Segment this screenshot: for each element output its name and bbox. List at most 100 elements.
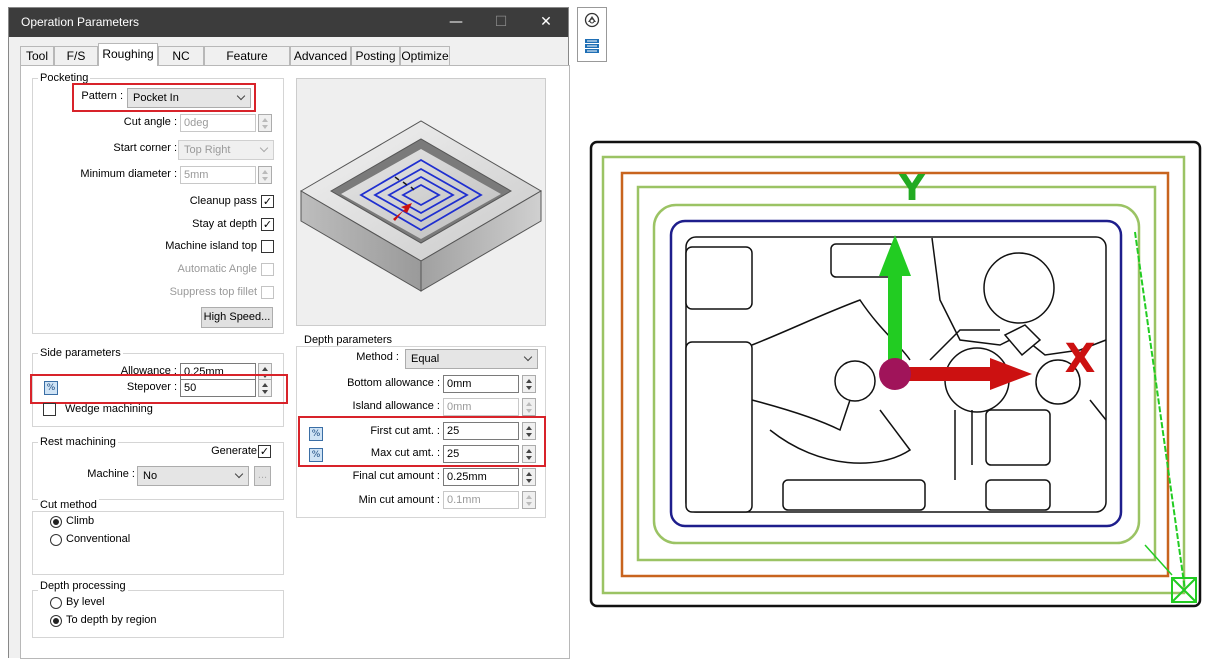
machine-island-top-checkbox[interactable]	[261, 240, 274, 253]
chevron-down-icon	[236, 91, 246, 101]
maximize-button[interactable]: ☐	[494, 14, 508, 30]
stay-at-depth-checkbox[interactable]: ✓	[261, 218, 274, 231]
part-drawing: Y X	[589, 140, 1202, 608]
method-select-value: Equal	[411, 353, 440, 365]
stepover-highlight	[30, 374, 288, 404]
machine-select[interactable]: No	[137, 466, 249, 486]
machine-browse-button[interactable]: ...	[254, 466, 271, 486]
percent-unit-icon[interactable]: %	[309, 427, 323, 441]
final-cut-input[interactable]: 0.25mm	[443, 468, 519, 486]
y-axis-arrow	[888, 272, 902, 375]
to-depth-by-region-radio[interactable]	[50, 615, 62, 627]
pattern-highlight	[72, 83, 256, 112]
chevron-down-icon	[259, 143, 269, 153]
conventional-radio[interactable]	[50, 534, 62, 546]
bore-small	[834, 360, 876, 402]
tab-feature-options[interactable]: Feature Options	[204, 46, 290, 82]
view-toolbar	[577, 7, 607, 62]
tab-optimize[interactable]: Optimize	[400, 46, 450, 65]
min-cut-spinner[interactable]	[522, 491, 536, 509]
max-cut-spinner[interactable]	[522, 445, 536, 463]
machine-label: Machine :	[87, 468, 135, 480]
tab-nc[interactable]: NC	[158, 46, 204, 65]
automatic-angle-checkbox[interactable]	[261, 263, 274, 276]
min-diameter-input[interactable]: 5mm	[180, 166, 256, 184]
title-bar[interactable]: Operation Parameters — ☐ ✕	[9, 8, 568, 37]
rest-machining-group	[32, 442, 284, 500]
minimize-button[interactable]: —	[449, 14, 463, 30]
bottom-allowance-label: Bottom allowance :	[347, 377, 440, 389]
layers-icon[interactable]	[584, 38, 600, 54]
final-cut-spinner[interactable]	[522, 468, 536, 486]
to-depth-by-region-label: To depth by region	[66, 614, 157, 626]
start-point-marker	[1171, 577, 1197, 603]
view-orientation-icon[interactable]	[584, 12, 600, 28]
window-title: Operation Parameters	[21, 15, 140, 29]
max-cut-label: Max cut amt. :	[370, 447, 440, 459]
depth-processing-group	[32, 590, 284, 638]
depth-parameters-title: Depth parameters	[302, 334, 395, 346]
tab-fs[interactable]: F/S	[54, 46, 98, 65]
first-cut-spinner[interactable]	[522, 422, 536, 440]
cleanup-pass-checkbox[interactable]: ✓	[261, 195, 274, 208]
stepover-input[interactable]: 50	[180, 379, 256, 397]
side-parameters-group	[32, 353, 284, 427]
chevron-down-icon	[523, 352, 533, 362]
inner-green-boundary	[652, 203, 1141, 545]
pocketing-group	[32, 78, 284, 334]
y-axis-label: Y	[898, 168, 926, 209]
pocket-toolpath	[669, 219, 1123, 528]
cut-angle-spinner[interactable]	[258, 114, 272, 132]
by-level-radio[interactable]	[50, 597, 62, 609]
machine-select-value: No	[143, 470, 158, 482]
island-allowance-label: Island allowance :	[352, 400, 440, 412]
machine-island-top-label: Machine island top	[165, 240, 257, 252]
tab-advanced[interactable]: Advanced	[290, 46, 351, 65]
operation-parameters-dialog: Operation Parameters — ☐ ✕ Tool F/S Roug…	[8, 7, 570, 659]
tab-roughing[interactable]: Roughing	[98, 43, 158, 66]
wedge-machining-checkbox[interactable]	[43, 403, 56, 416]
automatic-angle-label: Automatic Angle	[177, 263, 258, 275]
generate-checkbox[interactable]: ✓	[258, 445, 271, 458]
start-corner-value: Top Right	[184, 144, 231, 156]
outer-green-boundary	[601, 155, 1186, 595]
stepover-label: Stepover :	[126, 381, 177, 393]
depth-processing-title: Depth processing	[38, 580, 128, 592]
max-cut-input[interactable]: 25	[443, 445, 519, 463]
island-allowance-input[interactable]: 0mm	[443, 398, 519, 416]
suppress-top-fillet-checkbox[interactable]	[261, 286, 274, 299]
pattern-label: Pattern :	[81, 90, 123, 102]
climb-label: Climb	[66, 515, 95, 527]
cut-angle-input[interactable]: 0deg	[180, 114, 256, 132]
tab-posting[interactable]: Posting	[351, 46, 400, 65]
method-select[interactable]: Equal	[405, 349, 538, 369]
cad-viewport[interactable]: Y X	[580, 130, 1210, 650]
percent-unit-icon[interactable]: %	[44, 381, 58, 395]
close-button[interactable]: ✕	[540, 14, 552, 30]
bottom-allowance-input[interactable]: 0mm	[443, 375, 519, 393]
start-corner-label: Start corner :	[113, 142, 177, 154]
first-cut-label: First cut amt. :	[370, 425, 440, 437]
pattern-select[interactable]: Pocket In	[127, 88, 251, 108]
min-diameter-spinner[interactable]	[258, 166, 272, 184]
chevron-down-icon	[234, 469, 244, 479]
pattern-select-value: Pocket In	[133, 92, 179, 104]
start-corner-select[interactable]: Top Right	[178, 140, 274, 160]
cleanup-pass-label: Cleanup pass	[189, 195, 257, 207]
first-cut-input[interactable]: 25	[443, 422, 519, 440]
wedge-machining-label: Wedge machining	[65, 403, 153, 415]
method-label: Method :	[356, 351, 399, 363]
cut-angle-label: Cut angle :	[123, 116, 177, 128]
bottom-allowance-spinner[interactable]	[522, 375, 536, 393]
island-allowance-spinner[interactable]	[522, 398, 536, 416]
percent-unit-icon[interactable]: %	[309, 448, 323, 462]
by-level-label: By level	[66, 596, 105, 608]
stepover-spinner[interactable]	[258, 379, 272, 397]
cut-method-title: Cut method	[38, 499, 99, 511]
tab-tool[interactable]: Tool	[20, 46, 54, 65]
pocketing-group-title: Pocketing	[38, 72, 91, 84]
climb-radio[interactable]	[50, 516, 62, 528]
min-cut-input[interactable]: 0.1mm	[443, 491, 519, 509]
high-speed-button[interactable]: High Speed...	[201, 307, 273, 328]
side-parameters-title: Side parameters	[38, 347, 123, 359]
